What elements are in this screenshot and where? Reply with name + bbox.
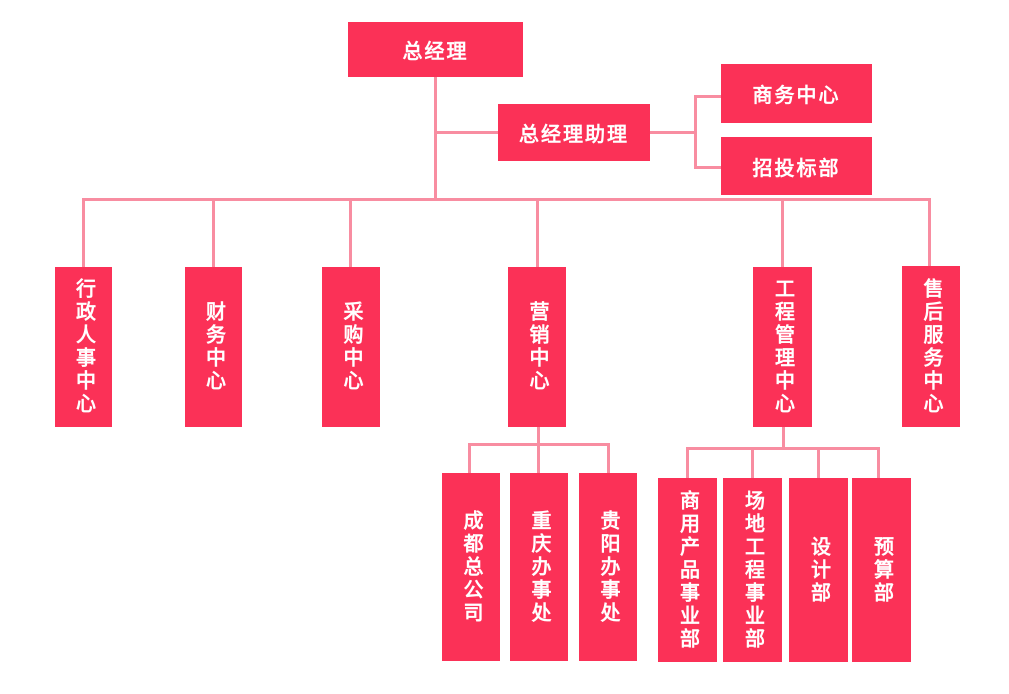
- org-node-business-center[interactable]: 商务中心: [721, 64, 872, 123]
- connector-drop-site-engineering: [751, 447, 754, 478]
- connector-engineering-sub-horizontal: [686, 447, 880, 450]
- connector-bidding-stub: [694, 166, 722, 169]
- connector-drop-commercial-products: [686, 447, 689, 478]
- connector-drop-chengdu: [468, 443, 471, 473]
- connector-drop-after-sales: [928, 198, 931, 267]
- connector-drop-guiyang: [607, 443, 610, 473]
- connector-business-stub: [694, 95, 722, 98]
- connector-drop-engineering: [781, 198, 784, 267]
- org-node-general-manager[interactable]: 总经理: [348, 22, 523, 77]
- connector-drop-design: [817, 447, 820, 478]
- connector-gm-vertical: [434, 77, 437, 201]
- connector-drop-budget: [877, 447, 880, 478]
- org-node-engineering-mgmt-center[interactable]: 工程管理中心: [753, 267, 812, 427]
- org-node-chengdu-hq[interactable]: 成都总公司: [442, 473, 500, 661]
- org-node-procurement-center[interactable]: 采购中心: [322, 267, 380, 427]
- org-node-site-engineering-dept[interactable]: 场地工程事业部: [723, 478, 782, 662]
- org-node-budget-dept[interactable]: 预算部: [852, 478, 911, 662]
- connector-main-horizontal: [82, 198, 931, 201]
- connector-marketing-sub-vertical: [537, 426, 540, 446]
- connector-drop-chongqing: [537, 443, 540, 473]
- org-node-after-sales-center[interactable]: 售后服务中心: [902, 266, 960, 427]
- connector-drop-procurement: [349, 198, 352, 267]
- connector-drop-marketing: [536, 198, 539, 267]
- connector-assistant-branch-vertical: [694, 95, 697, 169]
- connector-drop-admin-hr: [82, 198, 85, 267]
- org-node-admin-hr-center[interactable]: 行政人事中心: [55, 267, 112, 427]
- org-node-commercial-products-dept[interactable]: 商用产品事业部: [658, 478, 717, 662]
- connector-assistant-right: [650, 131, 697, 134]
- org-node-design-dept[interactable]: 设计部: [789, 478, 848, 662]
- org-node-finance-center[interactable]: 财务中心: [185, 267, 242, 427]
- org-node-gm-assistant[interactable]: 总经理助理: [498, 104, 650, 161]
- connector-gm-to-assistant: [434, 131, 498, 134]
- org-node-guiyang-office[interactable]: 贵阳办事处: [579, 473, 637, 661]
- connector-engineering-sub-vertical: [782, 427, 785, 450]
- org-node-marketing-center[interactable]: 营销中心: [508, 267, 566, 427]
- connector-drop-finance: [212, 198, 215, 267]
- org-node-bidding-dept[interactable]: 招投标部: [721, 137, 872, 195]
- org-node-chongqing-office[interactable]: 重庆办事处: [510, 473, 568, 661]
